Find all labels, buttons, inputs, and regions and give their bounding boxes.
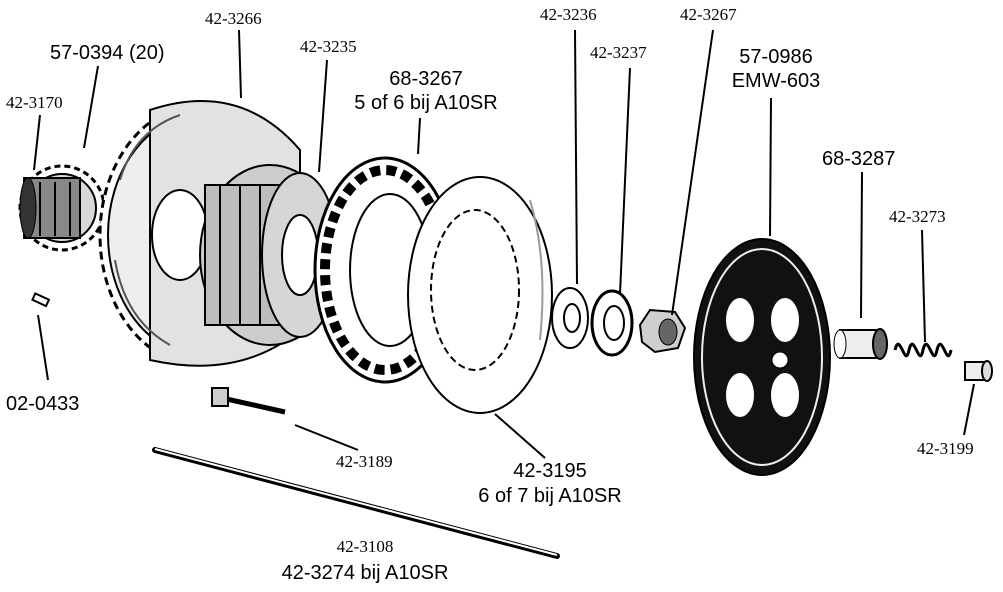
spring-cup (833, 328, 888, 360)
label-68-3287: 68-3287 (822, 148, 896, 170)
label-02-0433: 02-0433 (6, 393, 80, 415)
label-57-0394: 57-0394 (20) (50, 42, 165, 64)
pin (31, 292, 51, 308)
label-42-3170: 42-3170 (6, 93, 63, 112)
engine-sprocket (18, 164, 106, 252)
stud (211, 387, 286, 415)
label-42-3195: 42-3195 (513, 460, 587, 482)
label-42-3267: 42-3267 (680, 5, 737, 24)
label-42-3195-note: 6 of 7 bij A10SR (478, 485, 622, 507)
washer (590, 289, 634, 357)
push-rod (152, 447, 560, 559)
label-68-3267-note: 5 of 6 bij A10SR (354, 92, 498, 114)
label-emw-603: EMW-603 (731, 70, 821, 92)
label-42-3273: 42-3273 (889, 207, 946, 226)
label-42-3237: 42-3237 (590, 43, 647, 62)
clutch-centre (199, 164, 341, 346)
label-68-3267: 68-3267 (389, 68, 463, 90)
clutch-nut (638, 308, 687, 354)
label-42-3199: 42-3199 (917, 439, 974, 458)
tab-washer (551, 287, 589, 349)
clutch-spring (893, 342, 953, 358)
label-57-0986: 57-0986 (739, 46, 813, 68)
label-42-3274-note: 42-3274 bij A10SR (281, 562, 449, 584)
adjuster-screw (964, 360, 993, 382)
leader-lines (33, 29, 975, 459)
label-42-3108: 42-3108 (336, 537, 394, 556)
steel-plate (407, 176, 553, 414)
label-42-3235: 42-3235 (300, 37, 357, 56)
label-42-3189: 42-3189 (336, 452, 393, 471)
pressure-plate (693, 238, 831, 476)
label-42-3266: 42-3266 (205, 9, 262, 28)
label-42-3236: 42-3236 (540, 5, 597, 24)
